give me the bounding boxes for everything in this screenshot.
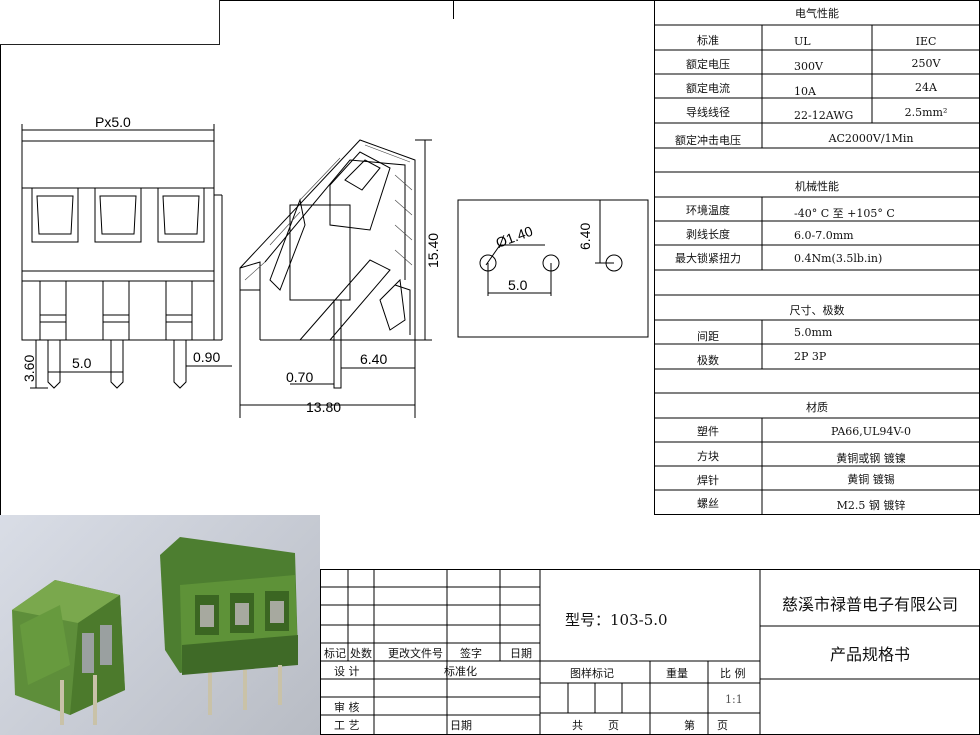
row-standard-iec: IEC [915, 35, 937, 48]
row-torque-value: 0.4Nm(3.5lb.in) [794, 252, 883, 265]
row-pin-label: 焊针 [697, 474, 719, 487]
row-surge-label: 额定冲击电压 [675, 134, 741, 147]
terminal-block-2p [12, 580, 125, 725]
row-pitch-label: 间距 [697, 330, 719, 343]
row-pitch-value: 5.0mm [794, 326, 833, 339]
row-wire-iec: 2.5mm² [904, 106, 948, 119]
process-label: 工 艺 [334, 719, 360, 732]
row-standard-label: 标准 [697, 34, 719, 47]
dim-pin-offset: 6.40 [360, 351, 387, 367]
row-block-value: 黄铜或钢 镀镍 [836, 452, 906, 465]
design-label: 设 计 [334, 665, 360, 678]
rev-header-sign: 签字 [460, 647, 482, 660]
product-photo [0, 515, 320, 735]
weight-label: 重量 [666, 667, 688, 680]
dim-pitch: Px5.0 [95, 114, 131, 130]
row-temp-value: -40° C 至 +105° C [794, 207, 895, 220]
row-strip-label: 剥线长度 [686, 228, 730, 241]
rev-header-mark: 标记 [324, 647, 346, 660]
dim-hole: Ø1.40 [494, 223, 536, 251]
row-poles-label: 极数 [697, 354, 719, 367]
page-label: 页 [608, 719, 619, 732]
row-voltage-label: 额定电压 [686, 58, 730, 71]
dim-depth: 13.80 [306, 399, 341, 415]
row-standard-ul: UL [794, 35, 811, 48]
electrical-title: 电气性能 [795, 7, 839, 20]
terminal-block-3p [160, 537, 298, 715]
row-surge-value: AC2000V/1Min [828, 132, 914, 145]
frame-top [220, 0, 654, 1]
total-label: 共 [572, 719, 583, 732]
row-strip-value: 6.0-7.0mm [794, 229, 854, 242]
sheet-label: 第 [684, 719, 695, 732]
rev-header-count: 处数 [350, 647, 372, 660]
row-current-label: 额定电流 [686, 82, 730, 95]
dim-pcb-pitch: 5.0 [508, 277, 528, 293]
row-block-label: 方块 [697, 450, 719, 463]
top-left-box [0, 0, 220, 45]
openings [31, 187, 205, 243]
review-label: 审 核 [334, 701, 360, 714]
technical-drawing: Px5.0 5.0 0.90 3.60 15.40 13.80 6.40 0.7… [21, 114, 649, 418]
row-wire-label: 导线线径 [686, 106, 730, 119]
center-mark [453, 0, 454, 19]
row-plastic-label: 塑件 [697, 425, 719, 438]
row-current-iec: 24A [915, 81, 937, 94]
dim-pin-len: 3.60 [21, 355, 37, 382]
document-title: 产品规格书 [829, 645, 910, 664]
rev-header-docno: 更改文件号 [388, 647, 443, 660]
row-poles-value: 2P 3P [794, 350, 827, 363]
scale-value: 1:1 [725, 693, 743, 706]
row-plastic-value: PA66,UL94V-0 [830, 425, 912, 438]
row-pin-value: 黄铜 镀锡 [847, 473, 895, 486]
dim-pcb-row: 6.40 [577, 223, 593, 250]
standard-label: 标准化 [444, 665, 477, 678]
dim-pin-pitch: 5.0 [72, 355, 92, 371]
mechanical-title: 机械性能 [795, 180, 839, 193]
dim-pin-dia: 0.90 [193, 349, 220, 365]
row-wire-ul: 22-12AWG [794, 109, 854, 122]
dim-pin-width: 0.70 [286, 369, 313, 385]
material-title: 材质 [806, 401, 828, 414]
spec-table: 电气性能 标准 UL IEC 额定电压 300V 250V 额定电流 10A 2… [654, 0, 980, 515]
scale-label: 比 例 [720, 667, 746, 680]
frame-left [0, 45, 1, 515]
company-name: 慈溪市禄普电子有限公司 [781, 595, 958, 614]
row-temp-label: 环境温度 [686, 204, 730, 217]
page2-label: 页 [717, 719, 728, 732]
dimensions-title: 尺寸、极数 [789, 304, 845, 317]
row-voltage-iec: 250V [911, 57, 941, 70]
row-torque-label: 最大锁紧扭力 [675, 252, 741, 265]
date-label: 日期 [450, 719, 472, 732]
rev-header-date: 日期 [510, 647, 532, 660]
row-current-ul: 10A [794, 85, 816, 98]
dim-height: 15.40 [425, 233, 441, 268]
mark-label: 图样标记 [570, 667, 614, 680]
row-screw-label: 螺丝 [697, 497, 719, 510]
model-number: 型号：103-5.0 [565, 611, 668, 629]
title-block: 标记 处数 更改文件号 签字 日期 设 计 标准化 审 核 工 艺 日期 型号：… [320, 569, 980, 735]
row-voltage-ul: 300V [794, 60, 823, 73]
row-screw-value: M2.5 钢 镀锌 [836, 499, 906, 512]
